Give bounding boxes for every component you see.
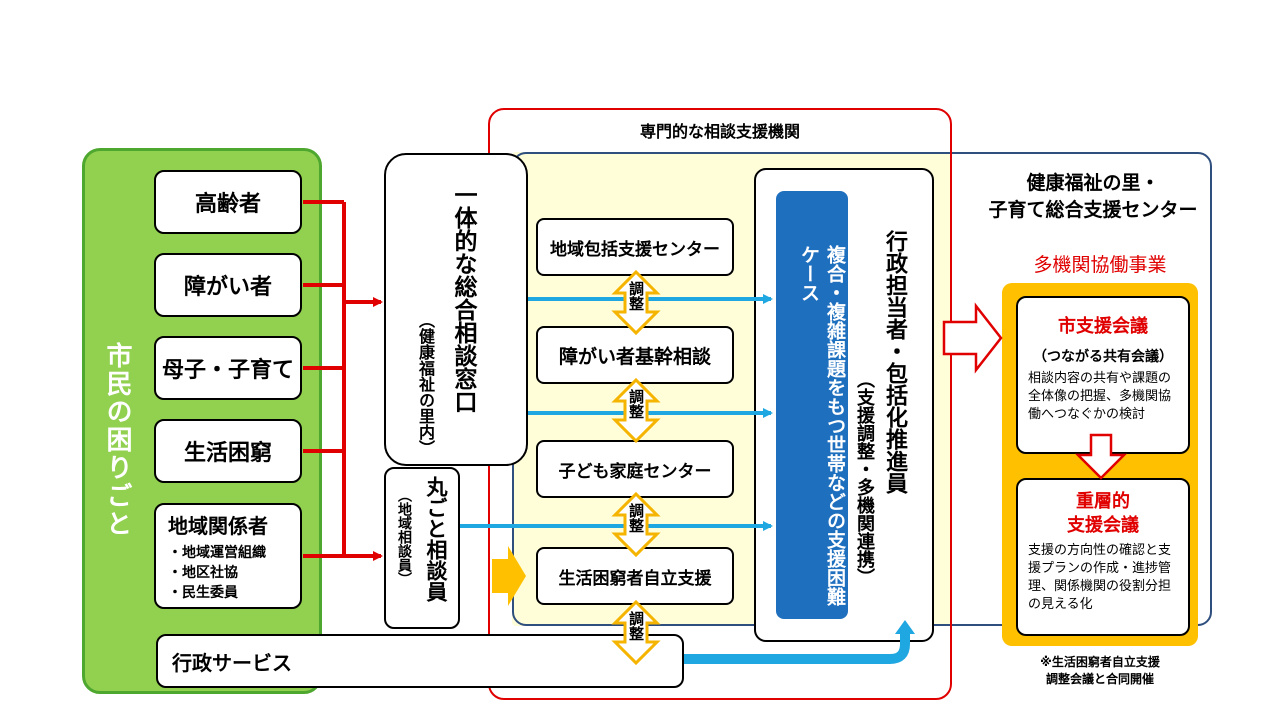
consult-window-title: 一体的な総合相談窓口 xyxy=(450,183,476,413)
community-member: ・地区社協 xyxy=(168,564,238,581)
marugoto-sub: （地域相談員） xyxy=(396,488,412,586)
city-meeting-sub: （つながる共有会議） xyxy=(1033,349,1173,365)
category-elderly: 高齢者 xyxy=(154,170,302,234)
to-multi-agency-arrow xyxy=(942,302,1003,374)
center-title-line: 子育て総合支援センター xyxy=(988,199,1198,221)
coordination-label: 調整 xyxy=(627,281,645,311)
layered-meeting-title: 支援会議 xyxy=(1067,515,1139,536)
category-parenting: 母子・子育て xyxy=(154,336,302,400)
marugoto-arrow xyxy=(492,546,526,606)
admin-staff-title: 行政担当者・包括化推進員 xyxy=(882,230,907,494)
specialized-title: 専門的な相談支援機関 xyxy=(639,122,800,141)
layered-meeting-title: 重層的 xyxy=(1076,491,1130,512)
community-box: 地域関係者 ・地域運営組織 ・地区社協 ・民生委員 xyxy=(154,503,302,609)
city-meeting-title: 市支援会議 xyxy=(1058,316,1148,337)
coordination-arrow xyxy=(611,377,661,444)
citizen-flow-lines xyxy=(303,200,346,558)
category-poverty: 生活困窮 xyxy=(154,419,302,483)
layered-meeting-box: 重層的 支援会議 支援の方向性の確認と支援プランの作成・進捗管理、関係機関の役割… xyxy=(1016,478,1190,636)
admin-service-box: 行政サービス xyxy=(156,634,684,688)
coordination-label: 調整 xyxy=(627,611,645,641)
note-line: ※生活困窮者自立支援 xyxy=(1040,655,1160,669)
admin-service-arrowhead xyxy=(895,620,915,634)
city-meeting-box: 市支援会議 （つながる共有会議） 相談内容の共有や課題の全体像の把握、多機関協働… xyxy=(1016,296,1190,454)
complex-cases-box: 複合・複雑課題をもつ世帯などの支援困難ケース xyxy=(776,191,848,619)
citizens-title: 市民の困りごと xyxy=(102,342,132,538)
note-line: 調整会議と合同開催 xyxy=(1045,672,1154,686)
admin-service-link xyxy=(684,632,910,664)
marugoto-title: 丸ごと相談員 xyxy=(424,476,448,602)
coordination-arrow xyxy=(611,599,661,666)
layered-meeting-desc: 支援の方向性の確認と支援プランの作成・進捗管理、関係機関の役割分担の見える化 xyxy=(1028,543,1172,612)
marugoto-box xyxy=(384,467,460,629)
category-disabled: 障がい者 xyxy=(154,253,302,317)
community-member: ・民生委員 xyxy=(168,584,238,601)
note: ※生活困窮者自立支援 調整会議と合同開催 xyxy=(1010,654,1190,688)
center-title-line: 健康福祉の里・ xyxy=(1026,172,1160,194)
agency-disability: 障がい者基幹相談 xyxy=(536,326,734,384)
meeting-flow-arrow xyxy=(1074,433,1128,480)
multi-agency-title: 多機関協働事業 xyxy=(1033,254,1167,276)
center-title: 健康福祉の里・ 子育て総合支援センター xyxy=(968,170,1218,224)
coordination-label: 調整 xyxy=(627,503,645,533)
city-meeting-desc: 相談内容の共有や課題の全体像の把握、多機関協働へつなぐかの検討 xyxy=(1028,371,1172,422)
community-member: ・地域運営組織 xyxy=(168,544,266,561)
coordination-arrow xyxy=(611,491,661,558)
consult-window-location: （健康福祉の里内） xyxy=(416,312,435,456)
agency-child-family: 子ども家庭センター xyxy=(536,440,734,498)
admin-staff-sub: （支援調整・多機関連携） xyxy=(854,370,875,586)
consult-window-box xyxy=(384,153,528,466)
coordination-arrow xyxy=(611,269,661,336)
community-title: 地域関係者 xyxy=(168,513,268,538)
coordination-label: 調整 xyxy=(627,389,645,419)
